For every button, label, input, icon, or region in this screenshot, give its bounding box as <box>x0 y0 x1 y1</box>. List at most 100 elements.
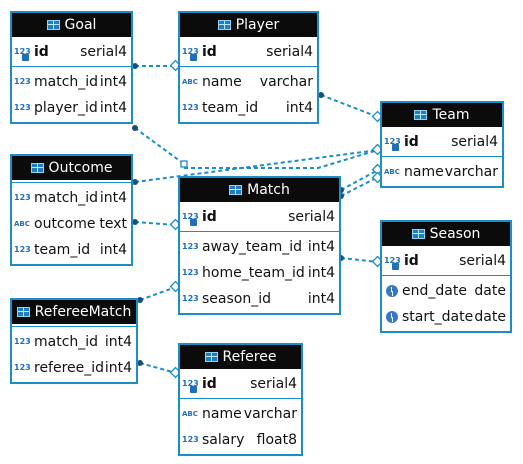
table-title: Goal <box>64 17 97 33</box>
table-header[interactable]: Player <box>180 13 317 37</box>
column-name: id <box>202 209 217 225</box>
table-header[interactable]: Team <box>382 103 502 127</box>
table-icon <box>217 20 231 30</box>
fk-match-team-2 <box>340 169 379 191</box>
column-name: home_team_id <box>202 265 305 281</box>
column-name: outcome <box>34 216 96 232</box>
column-name: id <box>404 253 419 269</box>
primary-key-icon: 123 <box>384 137 401 151</box>
primary-key-icon: 123 <box>182 212 199 226</box>
table-title: Team <box>432 107 470 123</box>
numeric-type-icon: 123 <box>14 245 31 254</box>
column-type: int4 <box>99 190 127 206</box>
fk-player-team <box>320 94 379 118</box>
table-header[interactable]: Outcome <box>12 156 131 180</box>
table-icon <box>204 352 218 362</box>
column-name: away_team_id <box>202 239 302 255</box>
numeric-type-icon: 123 <box>182 103 199 112</box>
column-name: id <box>404 134 419 150</box>
fk-match-team-1 <box>184 149 379 169</box>
text-type-icon: ABC <box>182 77 198 86</box>
column-type: serial4 <box>459 253 506 269</box>
column-type: int4 <box>104 334 132 350</box>
text-type-icon: ABC <box>14 219 30 228</box>
fk-goal-match <box>134 127 185 165</box>
table-icon <box>30 163 44 173</box>
table-header[interactable]: Match <box>180 178 339 202</box>
column-name: player_id <box>34 100 98 116</box>
numeric-type-icon: 123 <box>14 103 31 112</box>
table-icon <box>46 20 60 30</box>
column-type: serial4 <box>288 209 335 225</box>
primary-key-icon: 123 <box>182 47 199 61</box>
column-name: id <box>202 44 217 60</box>
column-name: referee_id <box>34 360 105 376</box>
column-type: int4 <box>99 242 127 258</box>
fk-refereematch-match <box>139 286 177 301</box>
column-name: id <box>202 376 217 392</box>
column-name: team_id <box>34 242 91 258</box>
table-header[interactable]: Season <box>382 222 510 246</box>
table-icon <box>411 229 425 239</box>
numeric-type-icon: 123 <box>14 337 31 346</box>
column-type: serial4 <box>250 376 297 392</box>
table-icon <box>229 185 243 195</box>
numeric-type-icon: 123 <box>182 268 199 277</box>
column-type: float8 <box>256 432 297 448</box>
table-header[interactable]: Goal <box>12 13 131 37</box>
column-name: season_id <box>202 291 271 307</box>
primary-key-icon: 123 <box>14 47 31 61</box>
column-type: varchar <box>444 164 498 180</box>
table-title: Outcome <box>48 160 113 176</box>
table-header[interactable]: Referee <box>180 345 301 369</box>
column-type: date <box>474 309 506 325</box>
numeric-type-icon: 123 <box>14 77 31 86</box>
column-name: name <box>202 406 242 422</box>
column-name: start_date <box>402 309 474 325</box>
table-header[interactable]: RefereeMatch <box>12 300 136 324</box>
text-type-icon: ABC <box>384 167 400 176</box>
table-title: Referee <box>222 349 277 365</box>
column-type: int4 <box>307 265 335 281</box>
primary-key-icon: 123 <box>182 379 199 393</box>
column-name: match_id <box>34 190 99 206</box>
column-type: text <box>99 216 127 232</box>
column-name: salary <box>202 432 245 448</box>
column-type: varchar <box>259 74 313 90</box>
numeric-type-icon: 123 <box>182 294 199 303</box>
text-type-icon: ABC <box>182 409 198 418</box>
date-type-icon <box>386 311 398 323</box>
